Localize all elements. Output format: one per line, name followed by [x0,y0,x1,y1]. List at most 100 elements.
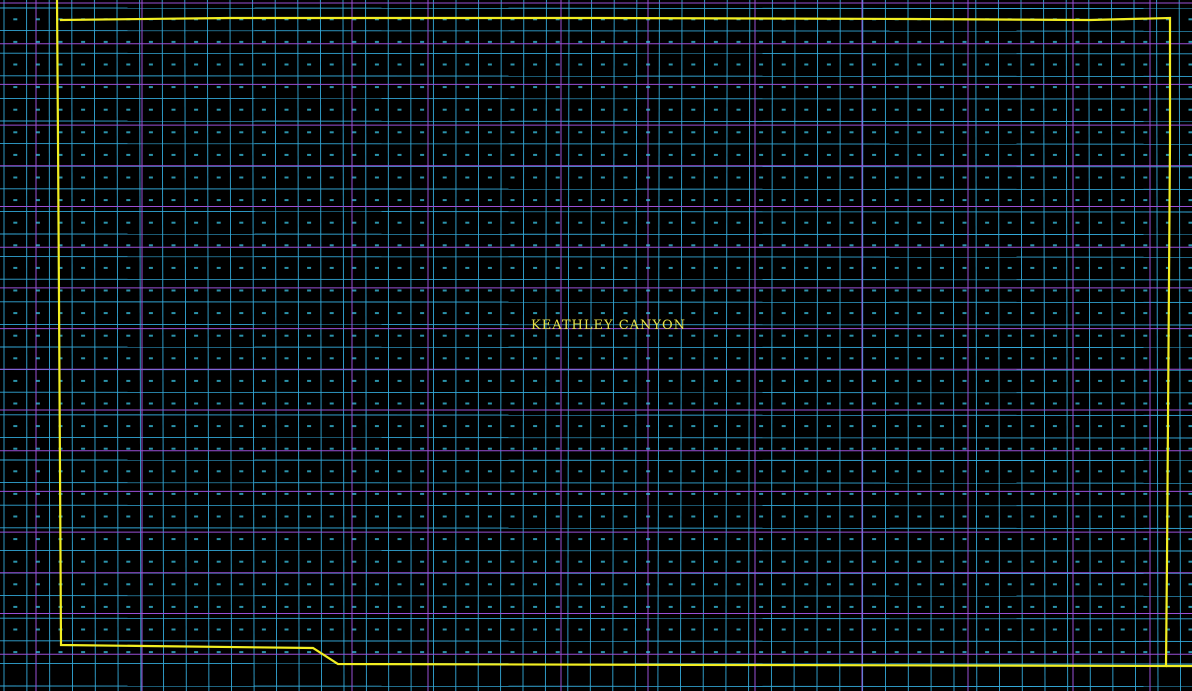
block-number-mark [352,357,357,360]
block-number-mark [487,63,492,66]
block-number-mark [35,357,40,360]
block-number-mark [352,447,357,450]
block-number-mark [194,334,199,337]
block-number-mark [668,651,673,654]
block-number-mark [58,651,63,654]
block-number-mark [555,266,560,269]
block-number-mark [1120,63,1125,66]
block-number-mark [939,221,944,224]
block-number-mark [1188,470,1192,473]
block-number-mark [1007,470,1012,473]
block-number-mark [736,63,741,66]
block-number-mark [962,221,967,224]
block-number-mark [646,18,651,21]
block-number-mark [329,289,334,292]
block-number-mark [81,108,86,111]
block-number-mark [126,266,131,269]
block-number-mark [555,18,560,21]
block-number-mark [261,108,266,111]
block-number-mark [849,470,854,473]
block-number-mark [826,63,831,66]
block-number-mark [58,199,63,202]
block-number-mark [1052,153,1057,156]
block-number-mark [1030,334,1035,337]
block-number-mark [985,86,990,89]
block-number-mark [578,244,583,247]
block-number-mark [1030,266,1035,269]
block-number-mark [1143,153,1148,156]
block-number-mark [1075,560,1080,563]
block-grid-horizontal [0,52,1192,55]
block-number-mark [1143,628,1148,631]
block-number-mark [442,515,447,518]
block-number-mark [374,334,379,337]
block-number-mark [126,357,131,360]
block-number-mark [329,40,334,43]
block-number-mark [35,266,40,269]
block-number-mark [284,176,289,179]
block-grid-vertical [319,0,322,691]
block-number-mark [668,63,673,66]
block-number-mark [872,651,877,654]
block-number-mark [216,40,221,43]
block-number-mark [13,628,18,631]
block-number-mark [872,560,877,563]
block-number-mark [442,18,447,21]
block-number-mark [736,86,741,89]
block-number-mark [35,86,40,89]
block-number-mark [487,86,492,89]
block-number-mark [962,63,967,66]
block-number-mark [194,447,199,450]
block-number-mark [713,86,718,89]
block-number-mark [691,402,696,405]
block-number-mark [872,447,877,450]
block-number-mark [1165,153,1170,156]
block-number-mark [1075,199,1080,202]
block-number-mark [329,492,334,495]
block-number-mark [736,357,741,360]
block-number-mark [510,153,515,156]
block-number-mark [691,40,696,43]
block-number-mark [103,176,108,179]
block-number-mark [103,244,108,247]
block-number-mark [781,63,786,66]
block-number-mark [623,605,628,608]
block-number-mark [329,63,334,66]
block-number-mark [148,425,153,428]
block-number-mark [533,492,538,495]
block-number-mark [148,605,153,608]
block-number-mark [985,357,990,360]
block-number-mark [420,651,425,654]
block-grid-vertical [274,0,278,691]
block-grid-horizontal [0,617,1192,620]
block-number-mark [148,86,153,89]
block-number-mark [35,199,40,202]
block-number-mark [1075,63,1080,66]
block-number-mark [1188,402,1192,405]
block-number-mark [126,605,131,608]
block-number-mark [736,447,741,450]
block-number-mark [849,357,854,360]
block-number-mark [126,86,131,89]
block-number-mark [826,153,831,156]
block-number-mark [1098,40,1103,43]
block-number-mark [555,447,560,450]
block-number-mark [781,334,786,337]
block-grid-vertical [387,0,390,691]
block-grid-vertical [567,0,570,691]
block-number-mark [284,86,289,89]
block-number-mark [533,628,538,631]
block-number-mark [194,357,199,360]
block-grid-horizontal [0,504,1192,507]
block-number-mark [374,221,379,224]
block-number-mark [939,515,944,518]
block-number-mark [261,470,266,473]
block-number-mark [759,628,764,631]
block-number-mark [600,18,605,21]
block-number-mark [894,334,899,337]
block-number-mark [103,40,108,43]
block-number-mark [194,379,199,382]
block-number-mark [58,334,63,337]
block-number-mark [374,357,379,360]
